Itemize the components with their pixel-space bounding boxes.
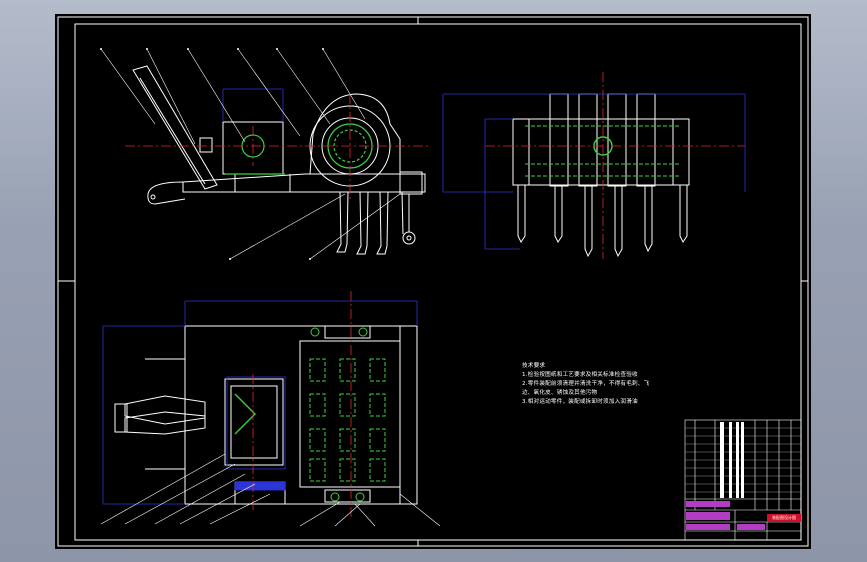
- hitch-arm-2: [124, 411, 206, 435]
- side-gang-4: [636, 93, 656, 187]
- side-view: [512, 93, 690, 258]
- technical-notes: 技术要求 1.检验按图纸和工艺要求及相关标准检查验收 2.零件装配前须清理并清洗…: [522, 362, 697, 407]
- top-frame: [184, 325, 418, 505]
- handle-bar: [132, 65, 218, 190]
- front-view: [132, 65, 426, 255]
- top-view-green: [234, 327, 386, 502]
- notes-line-1: 1.检验按图纸和工艺要求及相关标准检查验收: [522, 372, 638, 378]
- top-leaders: [100, 453, 441, 527]
- tine-2: [356, 191, 369, 255]
- front-dims: [222, 88, 284, 122]
- title-block: [684, 419, 802, 541]
- front-centerlines: [125, 94, 430, 199]
- title-block-magenta: [686, 501, 765, 530]
- title-block-label: 装配图设计图: [767, 514, 801, 522]
- side-gang-3: [607, 93, 627, 187]
- front-balloons: [100, 48, 324, 260]
- side-gang-1: [549, 93, 569, 187]
- title-block-text-marks: [720, 422, 744, 498]
- drawing-sheet: 技术要求 1.检验按图纸和工艺要求及相关标准检查验收 2.零件装配前须清理并清洗…: [55, 14, 811, 549]
- top-gearbox: [224, 378, 284, 466]
- hitch-arm-1: [124, 395, 206, 425]
- inner-frame: [74, 23, 802, 541]
- depth-wheel: [402, 231, 416, 245]
- side-frame: [512, 118, 690, 186]
- notes-line-3: 边、氧化皮、锈蚀及其他污物: [522, 390, 598, 396]
- tine-3: [376, 191, 389, 255]
- rotor-housing: [309, 93, 401, 175]
- frame-base: [182, 173, 426, 193]
- cad-drawing: [57, 16, 809, 547]
- notes-line-4: 3.相对运动零件，装配或拆卸时须加入润滑油: [522, 399, 638, 405]
- top-view: [114, 325, 418, 505]
- side-dims: [442, 93, 746, 250]
- side-centerlines: [485, 72, 745, 259]
- notes-heading: 技术要求: [522, 363, 546, 369]
- tine-1: [336, 191, 349, 253]
- top-view-blue: [102, 300, 418, 505]
- top-centerlines: [252, 291, 352, 519]
- notes-line-2: 2.零件装配前须清理并清洗干净，不得有毛刺、飞: [522, 381, 650, 387]
- side-view-green: [525, 125, 680, 177]
- outer-frame: [57, 16, 809, 547]
- side-tine-1: [517, 185, 526, 243]
- front-hook: [147, 181, 186, 205]
- side-gang-2: [578, 93, 598, 187]
- front-leaders: [100, 48, 401, 260]
